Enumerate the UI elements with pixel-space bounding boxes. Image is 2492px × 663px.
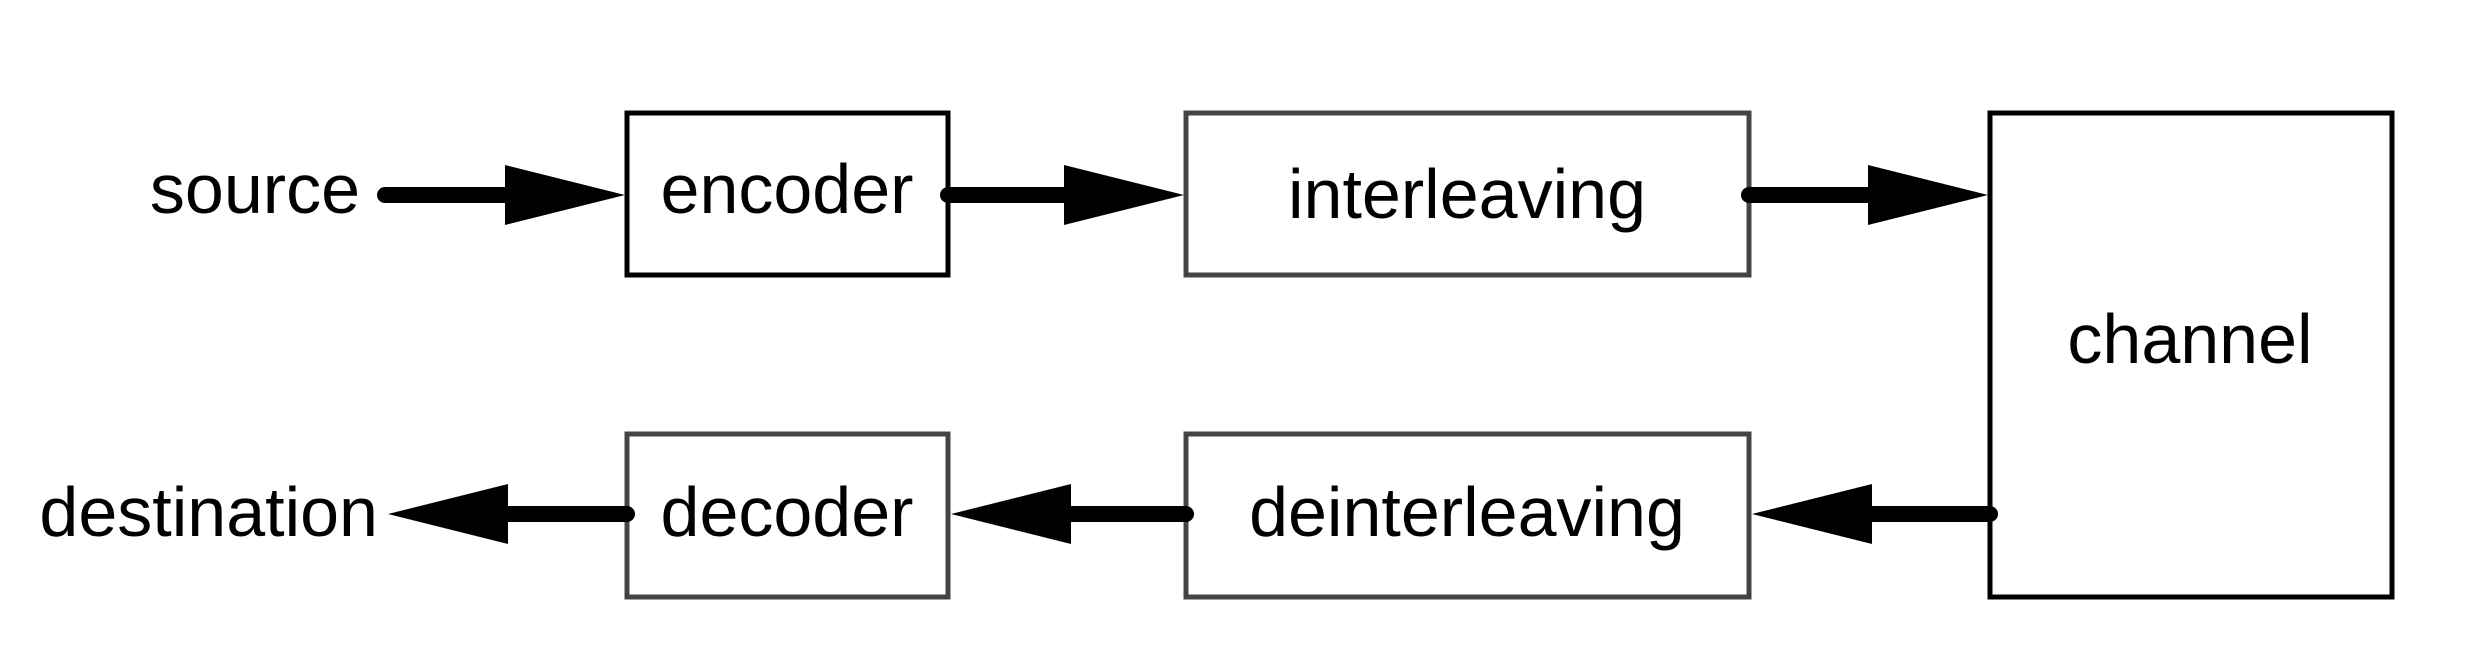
encoder-label: encoder: [661, 150, 914, 228]
channel-box: [1987, 110, 2395, 600]
arrow-deinterleaving-to-decoder: [951, 484, 1194, 544]
arrow-decoder-to-destination: [388, 484, 635, 544]
source-label: source: [150, 150, 360, 228]
deinterleaving-label: deinterleaving: [1249, 473, 1685, 551]
decoder-box: [624, 431, 951, 600]
interleaving-label: interleaving: [1288, 155, 1646, 233]
arrow-source-to-encoder: [377, 165, 625, 225]
deinterleaving-box: [1183, 431, 1752, 600]
decoder-label: decoder: [661, 473, 914, 551]
arrow-encoder-to-interleaving: [940, 165, 1184, 225]
channel-label: channel: [2067, 300, 2312, 378]
destination-label: destination: [39, 473, 378, 551]
interleaving-box: [1183, 110, 1752, 278]
arrow-channel-to-deinterleaving: [1752, 484, 1998, 544]
encoder-box: [624, 110, 951, 278]
arrow-interleaving-to-channel: [1741, 165, 1988, 225]
